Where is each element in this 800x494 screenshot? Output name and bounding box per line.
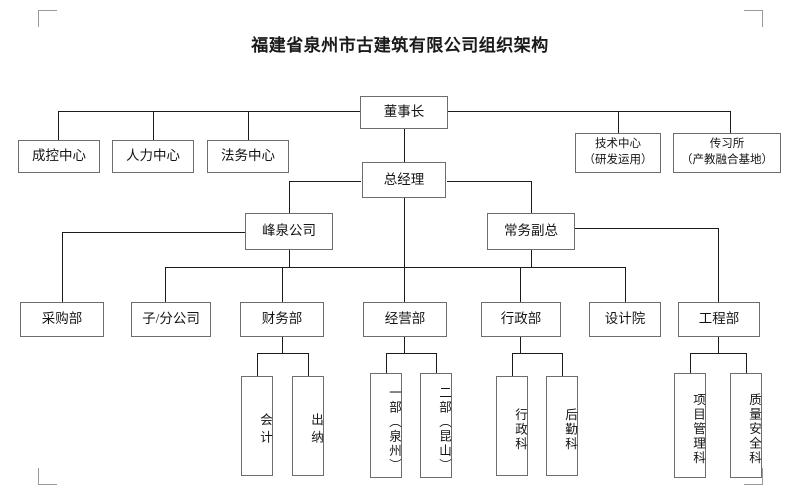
node-finance-department[interactable]: 财务部 xyxy=(240,302,324,337)
connector-administration-stem xyxy=(520,337,521,353)
connector-engineering-bus xyxy=(690,353,746,354)
connector-operations-stem xyxy=(404,337,405,353)
node-cashier-section-label: 出纳 xyxy=(309,412,323,448)
connector-drop-div-two xyxy=(436,353,437,373)
node-heritage-studio-label-line2: （产教融合基地） xyxy=(681,154,773,166)
node-cost-control-center-label: 成控中心 xyxy=(32,148,86,164)
connector-drop-admin-section xyxy=(512,353,513,376)
node-administration-section-label: 行政科 xyxy=(513,408,527,452)
node-technology-center[interactable]: 技术中心 （研发运用） xyxy=(575,133,661,173)
node-purchasing-department-label: 采购部 xyxy=(41,311,83,327)
connector-drop-project-mgmt xyxy=(690,353,691,373)
connector-drop-quality-safety xyxy=(746,353,747,373)
page-corner-mark-top-left xyxy=(38,10,57,27)
connector-drop-administration xyxy=(520,267,521,302)
node-cost-control-center[interactable]: 成控中心 xyxy=(18,140,100,173)
connector-deputy-gm-to-engineering-bus xyxy=(531,228,718,229)
connector-gm-branch-left xyxy=(289,181,361,182)
node-deputy-general-manager[interactable]: 常务副总 xyxy=(487,213,575,250)
connector-drop-human-resources xyxy=(153,111,154,140)
connector-chairman-bus-left xyxy=(58,111,360,112)
node-legal-affairs-center[interactable]: 法务中心 xyxy=(207,140,289,173)
node-technology-center-label-line2: （研发运用） xyxy=(583,154,653,166)
node-heritage-studio[interactable]: 传习所 （产教融合基地） xyxy=(673,133,781,173)
connector-drop-design-inst xyxy=(625,267,626,302)
connector-gm-center-stem xyxy=(404,198,405,302)
node-engineering-department[interactable]: 工程部 xyxy=(678,302,760,337)
page-corner-mark-bottom-right xyxy=(744,468,763,485)
node-administration-department[interactable]: 行政部 xyxy=(481,302,561,337)
node-finance-department-label: 财务部 xyxy=(261,311,303,327)
node-division-two-kunshan-label: 二部（昆山） xyxy=(437,386,451,473)
connector-finance-stem xyxy=(282,337,283,353)
connector-fengquan-to-purchasing-bus xyxy=(62,232,290,233)
connector-deputy-gm-stem xyxy=(531,250,532,267)
node-project-management-section[interactable]: 项目管理科 xyxy=(674,373,706,478)
chart-title: 福建省泉州市古建筑有限公司组织架构 xyxy=(251,36,549,55)
node-logistics-section-label: 后勤科 xyxy=(563,408,577,452)
connector-drop-tech-center xyxy=(618,111,619,133)
node-division-two-kunshan[interactable]: 二部（昆山） xyxy=(420,373,452,478)
node-technology-center-label-line1: 技术中心 xyxy=(595,138,641,151)
connector-engineering-stem xyxy=(718,337,719,353)
connector-fengquan-stem xyxy=(289,250,290,267)
connector-chairman-bus-right xyxy=(448,111,730,112)
node-cashier-section[interactable]: 出纳 xyxy=(292,376,324,476)
node-chairman-label: 董事长 xyxy=(383,104,425,120)
node-heritage-studio-label-line1: 传习所 xyxy=(709,138,745,151)
node-deputy-general-manager-label: 常务副总 xyxy=(504,223,558,239)
connector-drop-finance xyxy=(282,267,283,302)
node-operations-department[interactable]: 经营部 xyxy=(363,302,447,337)
connector-drop-deputy-gm xyxy=(531,181,532,213)
node-fengquan-company-label: 峰泉公司 xyxy=(262,223,316,239)
connector-drop-cost-control xyxy=(58,111,59,140)
node-administration-section[interactable]: 行政科 xyxy=(496,376,528,476)
connector-drop-subsidiary xyxy=(165,267,166,302)
node-logistics-section[interactable]: 后勤科 xyxy=(546,376,578,476)
connector-chairman-to-gm xyxy=(404,129,405,162)
node-human-resources-center[interactable]: 人力中心 xyxy=(112,140,194,173)
connector-administration-bus xyxy=(512,353,562,354)
connector-drop-engineering xyxy=(718,228,719,302)
node-subsidiary-branch-company-label: 子/分公司 xyxy=(142,311,200,327)
connector-drop-accounting xyxy=(257,353,258,376)
node-quality-safety-section[interactable]: 质量安全科 xyxy=(730,373,762,478)
node-legal-affairs-center-label: 法务中心 xyxy=(221,148,275,164)
node-accounting-section-label: 会计 xyxy=(258,412,272,448)
connector-drop-div-one xyxy=(386,353,387,373)
node-division-one-quanzhou[interactable]: 一部（泉州） xyxy=(370,373,402,478)
node-human-resources-center-label: 人力中心 xyxy=(126,148,180,164)
connector-drop-legal-affairs xyxy=(248,111,249,140)
node-design-institute-label: 设计院 xyxy=(604,311,646,327)
connector-finance-bus xyxy=(257,353,308,354)
node-engineering-department-label: 工程部 xyxy=(698,311,740,327)
connector-drop-heritage-studio xyxy=(730,111,731,133)
node-general-manager-label: 总经理 xyxy=(383,171,425,187)
node-accounting-section[interactable]: 会计 xyxy=(241,376,273,476)
node-operations-department-label: 经营部 xyxy=(384,311,426,327)
connector-operations-bus xyxy=(386,353,436,354)
connector-department-bus xyxy=(165,267,625,268)
connector-gm-branch-right xyxy=(447,181,531,182)
connector-drop-logistics xyxy=(562,353,563,376)
node-chairman[interactable]: 董事长 xyxy=(360,96,448,129)
node-project-management-section-label: 项目管理科 xyxy=(691,393,705,466)
connector-drop-fengquan xyxy=(289,181,290,213)
node-administration-department-label: 行政部 xyxy=(500,311,542,327)
node-design-institute[interactable]: 设计院 xyxy=(589,302,661,337)
node-general-manager[interactable]: 总经理 xyxy=(362,162,446,198)
node-fengquan-company[interactable]: 峰泉公司 xyxy=(245,213,333,250)
node-purchasing-department[interactable]: 采购部 xyxy=(20,302,104,337)
node-division-one-quanzhou-label: 一部（泉州） xyxy=(387,386,401,473)
page-corner-mark-bottom-left xyxy=(38,468,57,485)
connector-drop-purchasing xyxy=(62,232,63,302)
node-subsidiary-branch-company[interactable]: 子/分公司 xyxy=(131,302,211,337)
node-quality-safety-section-label: 质量安全科 xyxy=(747,393,761,466)
connector-drop-cashier xyxy=(308,353,309,376)
page-corner-mark-top-right xyxy=(744,10,763,27)
